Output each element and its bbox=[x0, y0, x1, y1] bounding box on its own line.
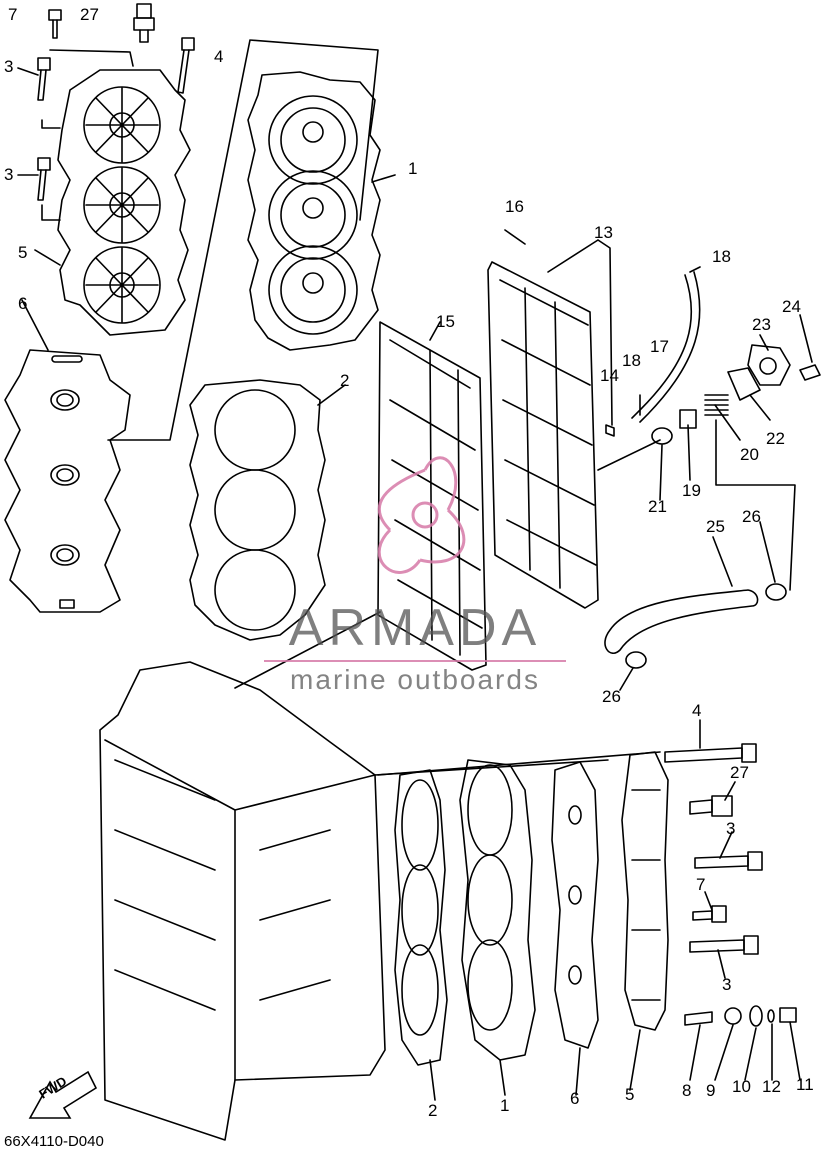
callout-1: 1 bbox=[500, 1096, 510, 1115]
gasket-6-bottom bbox=[552, 762, 598, 1048]
callout-16: 16 bbox=[505, 197, 524, 216]
callout-18: 18 bbox=[622, 351, 641, 370]
cylinder-head-cover-bottom bbox=[622, 752, 668, 1030]
callout-8: 8 bbox=[682, 1081, 692, 1100]
callout-1: 1 bbox=[408, 159, 418, 178]
gasket-22 bbox=[728, 368, 760, 400]
spark-plug-27-top bbox=[134, 4, 154, 42]
callout-3: 3 bbox=[4, 57, 14, 76]
thermostat-cover-23 bbox=[748, 345, 790, 385]
bolt-24 bbox=[800, 365, 820, 380]
head-gasket-2-bottom bbox=[395, 770, 447, 1065]
cylinder-head-1-top bbox=[248, 72, 380, 350]
washer-10 bbox=[750, 1006, 762, 1026]
exhaust-gasket-15 bbox=[378, 322, 486, 670]
callout-21: 21 bbox=[648, 497, 667, 516]
nut-9 bbox=[725, 1008, 741, 1024]
grommet-21 bbox=[652, 428, 672, 444]
bolt-4-bottom bbox=[665, 744, 756, 762]
cylinder-block bbox=[100, 662, 385, 1140]
callout-22: 22 bbox=[766, 429, 785, 448]
plug-14 bbox=[606, 425, 614, 436]
bolt-4-top bbox=[178, 38, 194, 93]
gasket-6-top bbox=[5, 350, 130, 612]
bolt-7-top bbox=[49, 10, 61, 38]
callout-27: 27 bbox=[80, 5, 99, 24]
callout-2: 2 bbox=[340, 371, 350, 390]
callout-2: 2 bbox=[428, 1101, 438, 1120]
callout-27: 27 bbox=[730, 763, 749, 782]
callout-17: 17 bbox=[650, 337, 669, 356]
callout-9: 9 bbox=[706, 1081, 716, 1100]
cylinder-head-1-bottom bbox=[460, 760, 535, 1060]
washer-12 bbox=[768, 1010, 774, 1022]
callout-13: 13 bbox=[594, 223, 613, 242]
bolt-3-bottom-a bbox=[695, 852, 762, 870]
callout-3: 3 bbox=[726, 819, 736, 838]
callout-7: 7 bbox=[696, 875, 706, 894]
hose-25 bbox=[605, 590, 758, 653]
callout-14: 14 bbox=[600, 366, 619, 385]
hose-17 bbox=[632, 272, 700, 422]
bolt-3-top-b bbox=[38, 158, 50, 200]
callout-3: 3 bbox=[722, 975, 732, 994]
callout-23: 23 bbox=[752, 315, 771, 334]
spring-20 bbox=[705, 395, 728, 415]
callout-6: 6 bbox=[570, 1089, 580, 1108]
callout-20: 20 bbox=[740, 445, 759, 464]
clamp-26-a bbox=[766, 584, 786, 600]
exhaust-cover-13 bbox=[488, 262, 598, 608]
clamp-26-b bbox=[626, 652, 646, 668]
bolt-11 bbox=[780, 1008, 796, 1022]
bolt-3-bottom-b bbox=[690, 936, 758, 954]
callout-5: 5 bbox=[625, 1085, 635, 1104]
callout-4: 4 bbox=[692, 701, 702, 720]
drain-plug-8 bbox=[685, 1012, 712, 1025]
diagram-code: 66X4110-D040 bbox=[4, 1133, 104, 1150]
bolt-3-top-a bbox=[38, 58, 50, 100]
head-gasket-2-top bbox=[190, 380, 325, 640]
callout-7: 7 bbox=[8, 5, 18, 24]
bolt-7-bottom bbox=[693, 906, 726, 922]
callout-6: 6 bbox=[18, 294, 28, 313]
callout-26: 26 bbox=[742, 507, 761, 526]
callout-26: 26 bbox=[602, 687, 621, 706]
callout-5: 5 bbox=[18, 243, 28, 262]
callout-25: 25 bbox=[706, 517, 725, 536]
cylinder-head-cover-top bbox=[58, 70, 190, 335]
callout-11: 11 bbox=[796, 1075, 814, 1094]
watermark-propeller bbox=[379, 458, 464, 573]
callout-10: 10 bbox=[732, 1077, 751, 1096]
callout-24: 24 bbox=[782, 297, 801, 316]
callout-18: 18 bbox=[712, 247, 731, 266]
callout-19: 19 bbox=[682, 481, 701, 500]
callout-3: 3 bbox=[4, 165, 14, 184]
callout-12: 12 bbox=[762, 1077, 781, 1096]
callout-15: 15 bbox=[436, 312, 455, 331]
spark-plug-27-bottom bbox=[690, 796, 732, 816]
fwd-arrow bbox=[30, 1072, 96, 1118]
callout-4: 4 bbox=[214, 47, 224, 66]
